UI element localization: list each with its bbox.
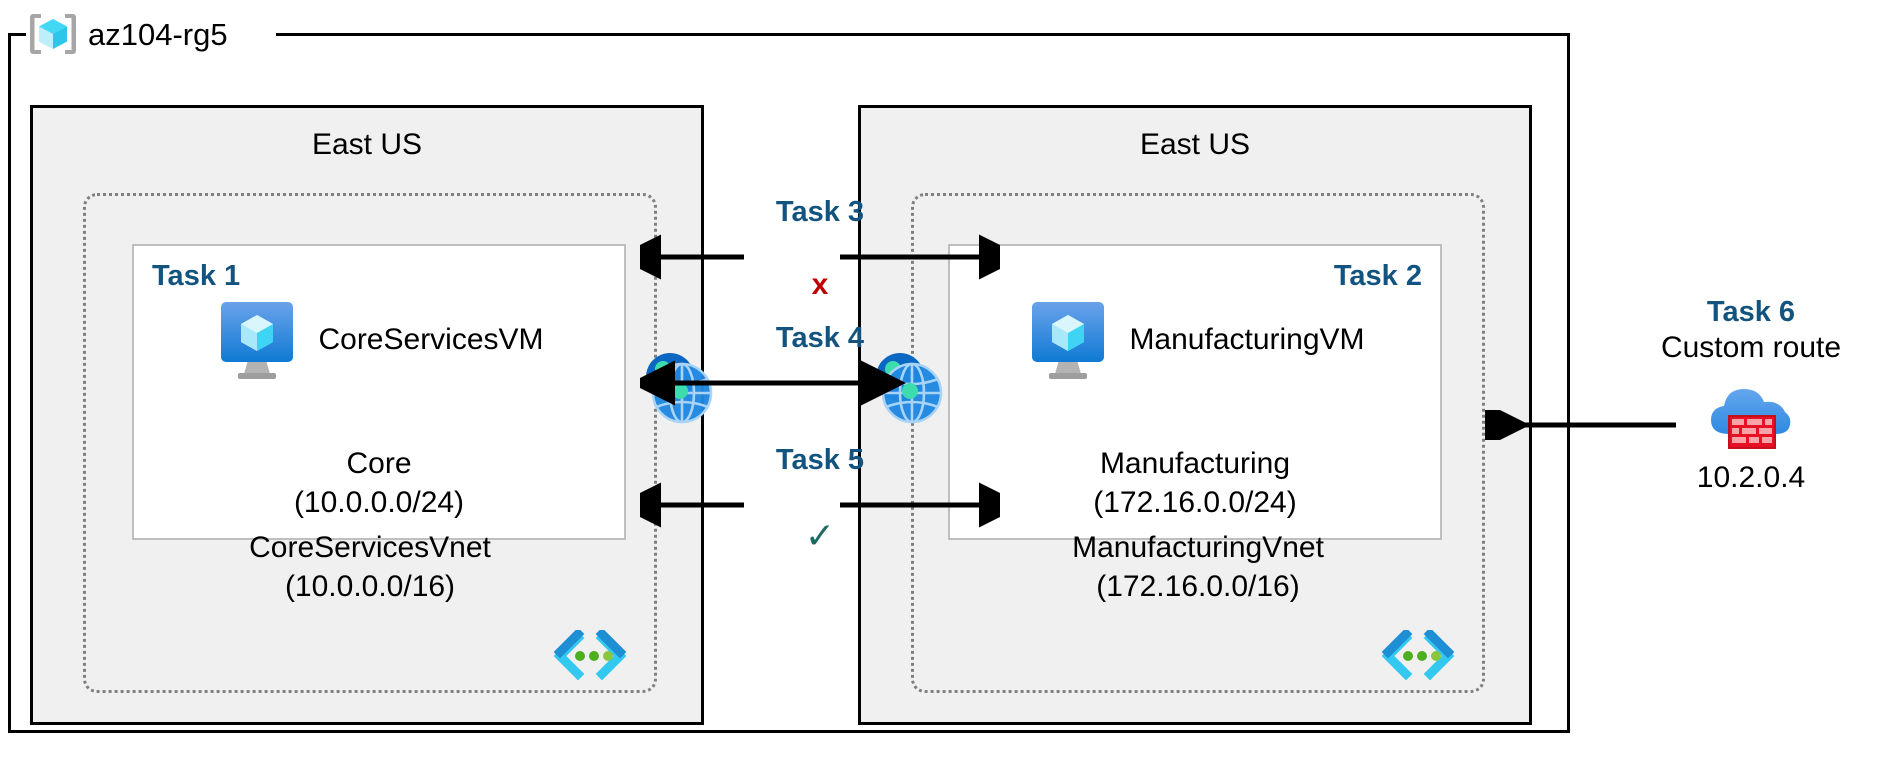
subnet-box-manufacturing: Task 2 [948, 244, 1442, 540]
vm-row-manufacturing: ManufacturingVM [950, 298, 1440, 382]
vnet-name-manufacturing: ManufacturingVnet [1072, 531, 1324, 565]
vm-name-coreservices: CoreServicesVM [318, 323, 544, 356]
azure-firewall-icon [1711, 388, 1791, 449]
vnet-box-manufacturing: Task 2 [911, 193, 1485, 693]
connector-label-task-5: Task 5 [775, 444, 865, 476]
task-tag-1: Task 1 [152, 260, 241, 292]
vnet-label-manufacturing: ManufacturingVnet (172.16.0.0/16) [914, 529, 1482, 606]
subnet-label-core: Core (10.0.0.0/24) [134, 445, 624, 522]
vm-name-manufacturing: ManufacturingVM [1129, 323, 1365, 356]
subnet-name-manufacturing: Manufacturing [1099, 447, 1291, 481]
task-6-subtitle: Custom route [1660, 330, 1842, 364]
region-title-left: East US [311, 128, 423, 161]
connector-arrows-task-5 [640, 482, 1000, 528]
vnet-cidr-coreservices: (10.0.0.0/16) [284, 569, 456, 603]
connector-task-5: Task 5 ✓ [640, 444, 1000, 574]
vnet-label-coreservices: CoreServicesVnet (10.0.0.0/16) [86, 529, 654, 606]
connector-label-task-4: Task 4 [775, 322, 865, 354]
connector-mark-task-3: x [811, 268, 829, 301]
subnet-cidr-manufacturing: (172.16.0.0/24) [1093, 485, 1297, 519]
subnet-label-manufacturing: Manufacturing (172.16.0.0/24) [950, 445, 1440, 522]
vnet-cidr-manufacturing: (172.16.0.0/16) [1096, 569, 1300, 603]
virtual-network-icon [1381, 630, 1455, 681]
region-box-right: East US Task 2 [858, 105, 1532, 725]
resource-group-label: az104-rg5 [28, 12, 236, 56]
vm-row-coreservices: CoreServicesVM [134, 298, 624, 382]
connector-mark-task-5: ✓ [804, 515, 836, 556]
firewall-ip-address: 10.2.0.4 [1696, 460, 1806, 494]
task-tag-2: Task 2 [1333, 260, 1422, 292]
virtual-network-icon [553, 630, 627, 681]
connector-arrows-task-3 [640, 234, 1000, 280]
vnet-box-coreservices: Task 1 [83, 193, 657, 693]
connector-task-4: Task 4 [640, 322, 1000, 452]
resource-group-cube-icon [30, 14, 76, 54]
connector-arrows-task-4 [640, 360, 906, 406]
custom-route-arrow [1485, 410, 1676, 440]
region-title-right: East US [1139, 128, 1251, 161]
vnet-name-coreservices: CoreServicesVnet [249, 531, 491, 565]
virtual-machine-icon [221, 302, 294, 379]
subnet-box-core: Task 1 [132, 244, 626, 540]
subnet-name-core: Core [346, 447, 412, 481]
task-tag-6: Task 6 [1706, 296, 1796, 328]
virtual-machine-icon [1032, 302, 1105, 379]
connector-task-3: Task 3 x [640, 196, 1000, 326]
resource-group-name: az104-rg5 [88, 16, 228, 52]
connector-label-task-3: Task 3 [775, 196, 865, 228]
region-box-left: East US Task 1 [30, 105, 704, 725]
task-6-group: Task 6 Custom route [1606, 295, 1896, 496]
resource-group-frame [8, 33, 1570, 733]
subnet-cidr-core: (10.0.0.0/24) [293, 485, 465, 519]
